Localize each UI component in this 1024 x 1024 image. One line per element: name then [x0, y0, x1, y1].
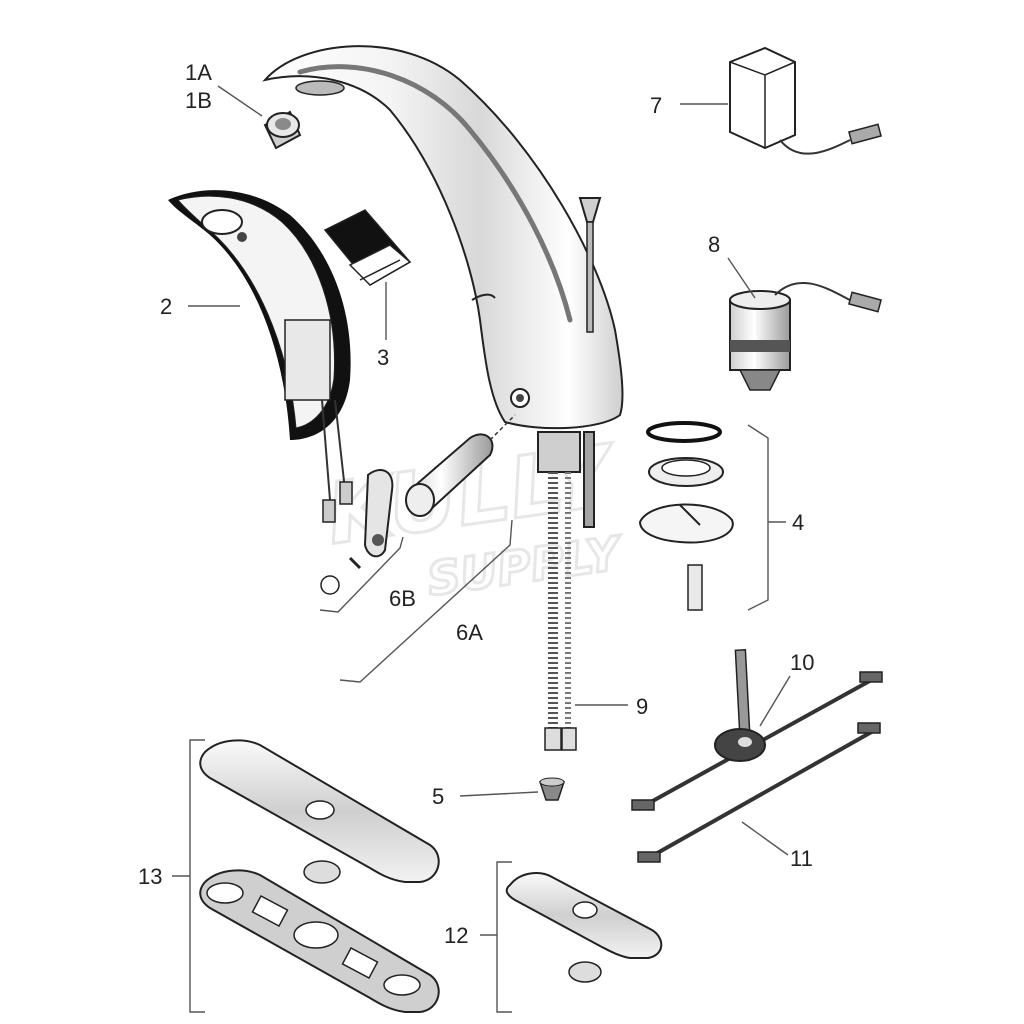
sensor-window-part	[323, 209, 412, 286]
callout-7: 7	[650, 93, 662, 118]
callout-labels: 1A 1B 2 3 4 5 6A 6B 7 8 9 10 11 12 13	[138, 60, 814, 948]
callout-6a: 6A	[456, 620, 483, 645]
supply-hose-part	[544, 472, 577, 751]
sensor-cover-part	[168, 190, 353, 523]
sensor-cable-part	[631, 649, 883, 811]
callout-1a: 1A	[185, 60, 212, 85]
four-inch-plate-part	[199, 739, 440, 1013]
mounting-hardware-part	[638, 421, 734, 611]
handle-part	[320, 414, 516, 595]
check-valve-part	[538, 777, 566, 801]
extension-cable-part	[637, 722, 881, 863]
callout-13: 13	[138, 864, 162, 889]
solenoid-valve-part	[729, 282, 882, 391]
callout-4: 4	[792, 510, 804, 535]
callout-10: 10	[790, 650, 814, 675]
aerator-part	[263, 110, 302, 150]
callout-9: 9	[636, 694, 648, 719]
spout-body	[262, 45, 624, 528]
callout-2: 2	[160, 294, 172, 319]
callout-1b: 1B	[185, 88, 212, 113]
callout-6b: 6B	[389, 586, 416, 611]
callout-12: 12	[444, 923, 468, 948]
callout-11: 11	[790, 846, 813, 871]
power-supply-part	[729, 46, 882, 155]
callout-3: 3	[377, 345, 389, 370]
callout-8: 8	[708, 232, 720, 257]
callout-5: 5	[432, 784, 444, 809]
single-hole-plate-part	[505, 872, 663, 983]
leader-lines	[172, 85, 791, 1013]
